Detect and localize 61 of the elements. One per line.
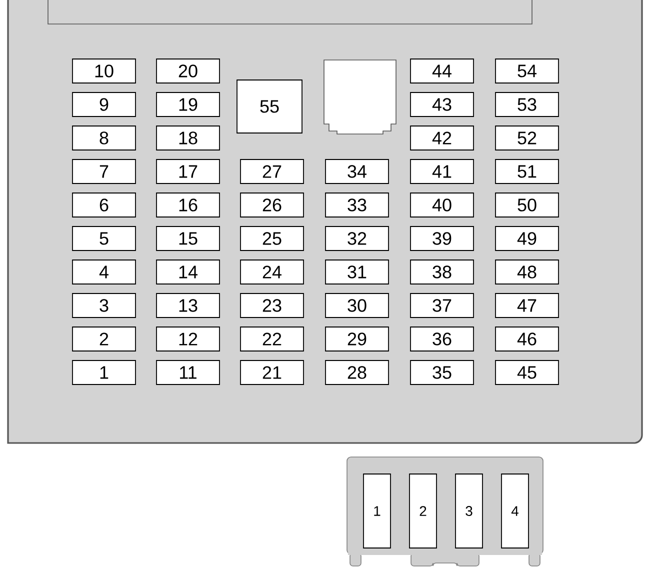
fuse: 48	[495, 260, 559, 284]
fuse: 4	[72, 260, 136, 284]
fuse: 2	[72, 326, 136, 352]
fuse: 16	[156, 192, 220, 218]
fuse: 21	[240, 360, 304, 385]
fuse: 39	[410, 226, 474, 251]
fuse: 13	[156, 293, 220, 318]
fuse: 51	[495, 159, 559, 184]
relay	[324, 60, 396, 134]
fuse: 30	[325, 293, 389, 318]
fuse: 36	[410, 326, 474, 352]
fuse: 43	[410, 92, 474, 117]
fuse: 53	[495, 92, 559, 117]
fuse-blade: 1	[363, 474, 391, 548]
relay: 55	[236, 80, 302, 134]
fuse: 23	[240, 293, 304, 318]
fuse: 41	[410, 159, 474, 184]
fuse: 19	[156, 92, 220, 117]
fuse: 27	[240, 159, 304, 184]
fuse: 8	[72, 126, 136, 150]
fuse: 37	[410, 293, 474, 318]
fuse: 32	[325, 226, 389, 251]
fuse: 35	[410, 360, 474, 385]
fuse: 10	[72, 58, 136, 84]
fuse: 45	[495, 360, 559, 385]
fuse: 47	[495, 293, 559, 318]
fuse: 52	[495, 126, 559, 150]
fuse: 3	[72, 293, 136, 318]
fuse: 20	[156, 58, 220, 84]
fuse: 33	[325, 192, 389, 218]
fuse: 54	[495, 58, 559, 84]
fuse-blade: 3	[455, 474, 483, 548]
fuse: 42	[410, 126, 474, 150]
fuse: 6	[72, 192, 136, 218]
fuse: 9	[72, 92, 136, 117]
fuse: 5	[72, 226, 136, 251]
fuse: 28	[325, 360, 389, 385]
fuse-blade: 4	[501, 474, 529, 548]
fuse: 46	[495, 326, 559, 352]
fuse: 34	[325, 159, 389, 184]
fuse: 14	[156, 260, 220, 284]
fuse: 12	[156, 326, 220, 352]
fuse: 31	[325, 260, 389, 284]
fuse: 17	[156, 159, 220, 184]
fuse: 11	[156, 360, 220, 385]
fuse-blade: 2	[409, 474, 437, 548]
fuse: 18	[156, 126, 220, 150]
fuse: 49	[495, 226, 559, 251]
fuse: 7	[72, 159, 136, 184]
fuse: 29	[325, 326, 389, 352]
panel-slot	[48, 0, 532, 24]
fuse: 50	[495, 192, 559, 218]
fuse: 26	[240, 192, 304, 218]
fuse: 44	[410, 58, 474, 84]
fuse: 22	[240, 326, 304, 352]
fuse: 1	[72, 360, 136, 385]
fuse: 24	[240, 260, 304, 284]
fuse: 40	[410, 192, 474, 218]
fuse: 25	[240, 226, 304, 251]
fuse: 15	[156, 226, 220, 251]
fuse: 38	[410, 260, 474, 284]
